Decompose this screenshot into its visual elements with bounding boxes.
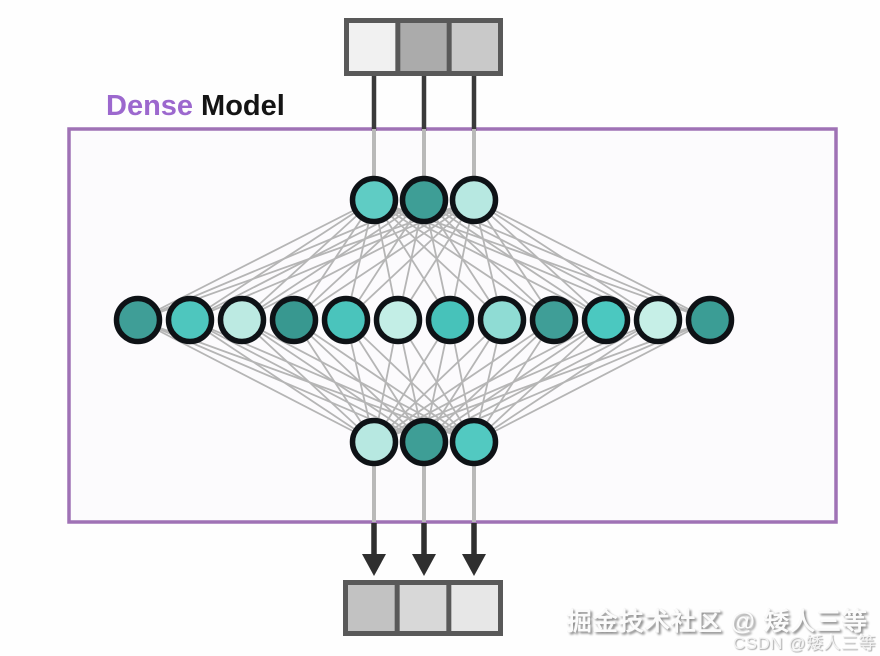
- connection-top3-hidden4: [293, 199, 475, 321]
- input-token-box-cell-1: [349, 23, 396, 71]
- node-bottom-3: [449, 417, 499, 467]
- output-arrowhead-icon-2: [412, 554, 436, 576]
- node-hidden-7: [425, 295, 475, 345]
- node-top-3: [449, 175, 499, 225]
- connection-top3-hidden11: [473, 199, 659, 321]
- title-accent-word: Dense: [106, 90, 194, 122]
- node-hidden-9: [529, 295, 579, 345]
- connection-hidden8-bottom1: [373, 319, 503, 443]
- output-token-box-cell-3: [451, 585, 498, 631]
- node-top-2: [399, 175, 449, 225]
- connection-hidden4-bottom2: [293, 319, 425, 443]
- connection-top3-hidden10: [473, 199, 607, 321]
- connection-hidden2-bottom1: [189, 319, 375, 443]
- node-bottom-2: [399, 417, 449, 467]
- output-token-box-cell-2: [399, 585, 447, 631]
- watermark-csdn: CSDN @矮人三等: [732, 634, 876, 653]
- node-hidden-3: [217, 295, 267, 345]
- connection-hidden5-bottom3: [345, 319, 475, 443]
- connection-top3-hidden5: [345, 199, 475, 321]
- output-token-box-cell-1: [348, 585, 395, 631]
- node-hidden-6: [373, 295, 423, 345]
- title-main-word: Model: [201, 90, 285, 122]
- node-hidden-8: [477, 295, 527, 345]
- node-hidden-2: [165, 295, 215, 345]
- node-hidden-10: [581, 295, 631, 345]
- input-token-box-cell-3: [451, 23, 498, 71]
- node-hidden-12: [685, 295, 735, 345]
- connection-hidden3-bottom1: [241, 319, 375, 443]
- connection-hidden4-bottom1: [293, 319, 375, 443]
- node-hidden-1: [113, 295, 163, 345]
- connection-hidden9-bottom1: [373, 319, 555, 443]
- node-hidden-5: [321, 295, 371, 345]
- connection-top1-hidden8: [373, 199, 503, 321]
- node-bottom-1: [349, 417, 399, 467]
- watermark-community: 掘金技术社区 @ 矮人三等: [566, 608, 868, 636]
- input-token-box-cell-2: [400, 23, 447, 71]
- output-arrowhead-icon-1: [362, 554, 386, 576]
- node-top-1: [349, 175, 399, 225]
- connection-top2-hidden9: [423, 199, 555, 321]
- output-arrowhead-icon-3: [462, 554, 486, 576]
- node-hidden-4: [269, 295, 319, 345]
- node-hidden-11: [633, 295, 683, 345]
